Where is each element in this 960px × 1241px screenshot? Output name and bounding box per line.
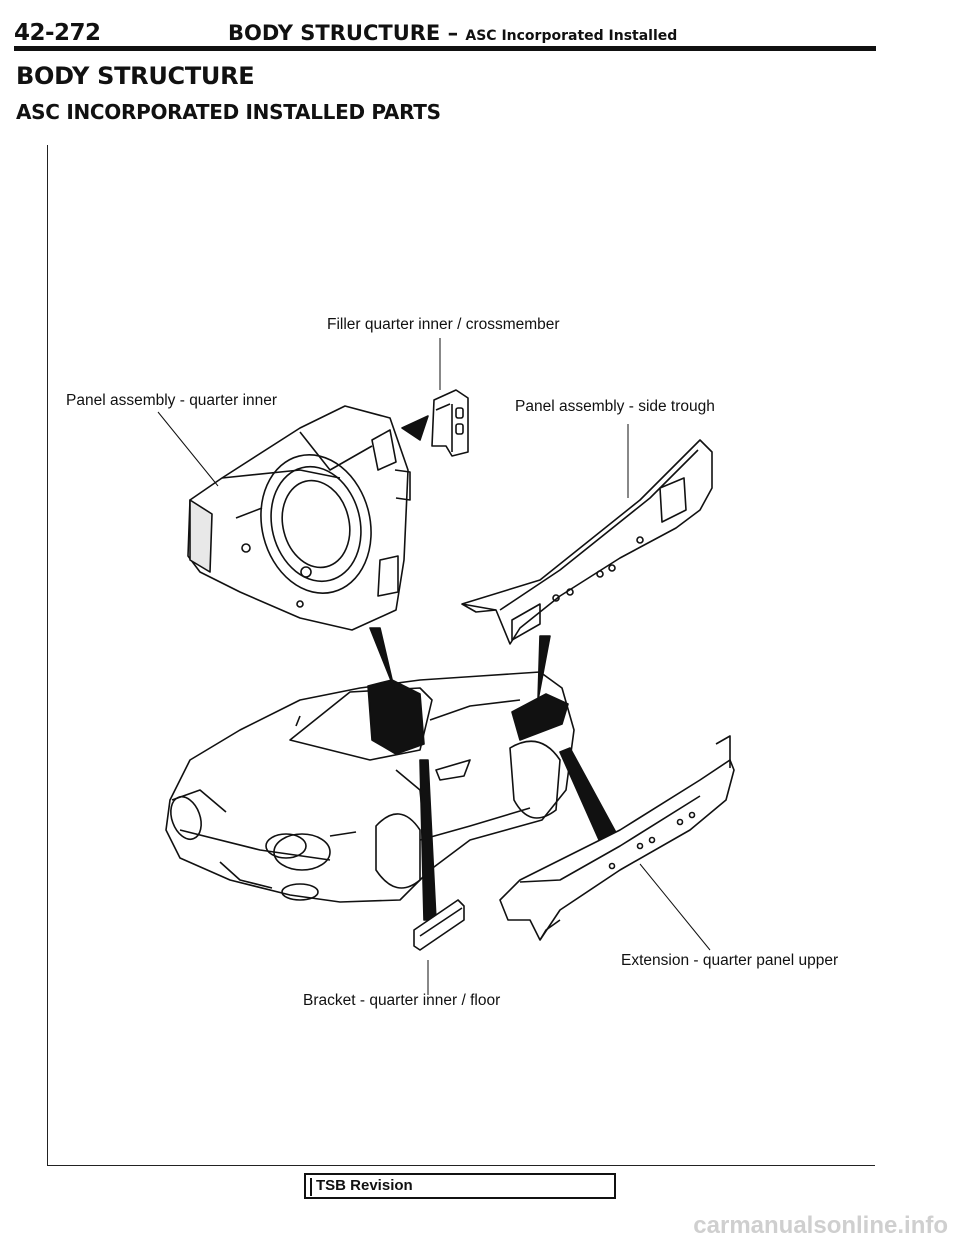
callout-panel-side-trough: Panel assembly - side trough bbox=[515, 398, 715, 415]
section-title: BODY STRUCTURE bbox=[16, 62, 255, 90]
callout-panel-quarter-inner: Panel assembly - quarter inner bbox=[66, 392, 278, 409]
callout-extension: Extension - quarter panel upper bbox=[621, 952, 839, 969]
car-body bbox=[165, 671, 575, 903]
page-number: 42-272 bbox=[14, 20, 101, 46]
quarter-inner-arrow bbox=[369, 627, 395, 689]
tsb-revision-label: TSB Revision bbox=[316, 1177, 413, 1194]
quarter-inner-panel bbox=[187, 405, 411, 631]
filler-arrow bbox=[401, 415, 429, 441]
header-title-text: BODY STRUCTURE bbox=[228, 21, 441, 45]
quarter-inner-leader bbox=[157, 411, 219, 487]
callout-filler: Filler quarter inner / crossmember bbox=[327, 316, 560, 333]
header-title: BODY STRUCTURE – ASC Incorporated Instal… bbox=[228, 21, 677, 45]
callout-bracket: Bracket - quarter inner / floor bbox=[303, 992, 501, 1009]
car-quarter-inner-location bbox=[367, 679, 425, 755]
quarter-panel-extension bbox=[499, 735, 735, 941]
extension-arrow bbox=[559, 747, 621, 843]
figure-frame-bottom bbox=[47, 1165, 875, 1166]
watermark: carmanualsonline.info bbox=[693, 1212, 948, 1239]
filler-crossmember bbox=[431, 389, 469, 457]
header-subtitle: ASC Incorporated Installed bbox=[465, 28, 678, 44]
extension-leader bbox=[639, 863, 711, 951]
header-rule bbox=[14, 46, 876, 51]
side-trough-arrow bbox=[537, 635, 551, 701]
side-trough-panel bbox=[461, 439, 713, 645]
figure-frame-left bbox=[47, 145, 48, 1165]
section-subtitle: ASC INCORPORATED INSTALLED PARTS bbox=[16, 100, 441, 124]
tsb-box-bar bbox=[310, 1178, 312, 1196]
quarter-inner-floor-bracket bbox=[413, 899, 465, 951]
header-separator: – bbox=[447, 21, 459, 45]
tsb-revision-box: TSB Revision bbox=[304, 1173, 616, 1199]
car-side-trough-location bbox=[511, 693, 569, 741]
